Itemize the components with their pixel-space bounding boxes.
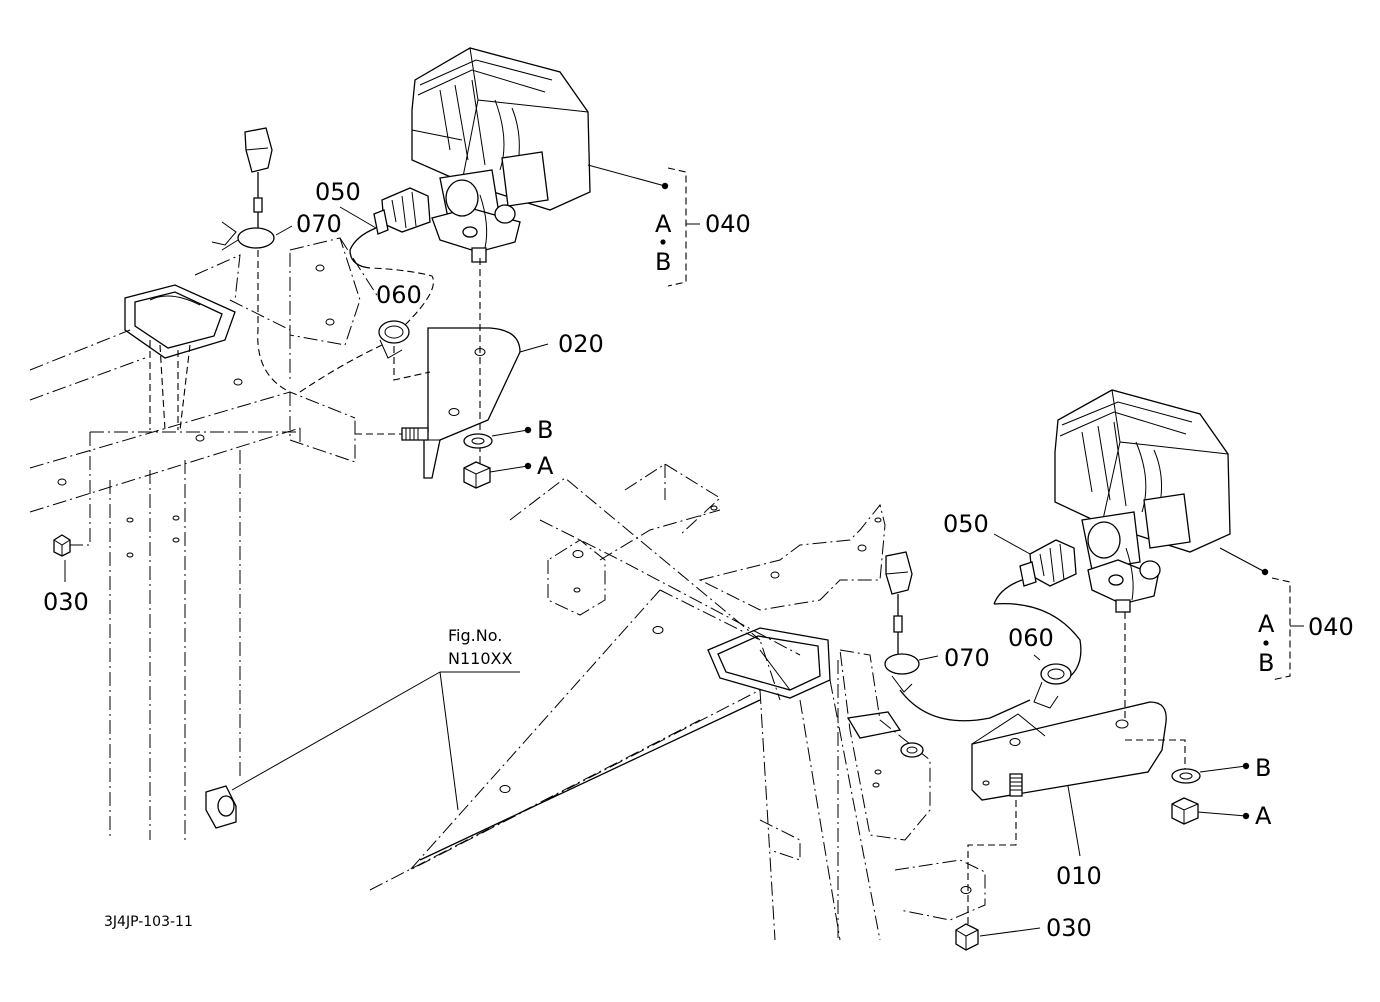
label-020: 020	[558, 330, 604, 358]
ab-dot-right	[1263, 640, 1269, 646]
left-nut-030	[53, 534, 71, 582]
left-harness	[211, 127, 434, 393]
label-ab-b-right: B	[1258, 649, 1274, 677]
label-050-right: 050	[943, 510, 989, 538]
label-040-right: 040	[1308, 613, 1354, 641]
left-work-lamp	[411, 47, 669, 263]
label-050-left: 050	[315, 178, 361, 206]
label-washer-b-right: B	[1255, 754, 1271, 782]
label-nut-a-left: A	[537, 452, 554, 480]
right-frame-structure	[369, 463, 986, 941]
fig-no-callout	[231, 671, 520, 811]
right-bracket-010	[967, 612, 1250, 930]
drawing-code: 3J4JP-103-11	[104, 914, 193, 930]
left-040-bracket	[667, 167, 700, 287]
label-060-right: 060	[1008, 624, 1054, 652]
label-040-left: 040	[705, 210, 751, 238]
fig-no-value: N110XX	[448, 649, 512, 668]
label-washer-b-left: B	[537, 416, 553, 444]
left-frame-structure	[29, 237, 381, 840]
left-bracket-020	[355, 258, 549, 489]
right-harness	[884, 533, 1082, 722]
label-010: 010	[1056, 862, 1102, 890]
ab-dot-left	[660, 239, 666, 245]
label-nut-a-right: A	[1255, 802, 1272, 830]
label-030-left: 030	[43, 588, 89, 616]
label-060-left: 060	[376, 281, 422, 309]
label-ab-a-right: A	[1258, 610, 1275, 638]
label-030-right: 030	[1046, 914, 1092, 942]
right-040-bracket	[1271, 577, 1304, 681]
right-nut-030	[955, 923, 1041, 951]
callout-labels: 050 070 060 020 030 040 A B B A 050 070 …	[43, 178, 1354, 942]
label-070-left: 070	[296, 210, 342, 238]
label-070-right: 070	[944, 644, 990, 672]
fig-no-title: Fig.No.	[448, 626, 502, 645]
label-ab-a-left: A	[655, 210, 672, 238]
right-work-lamp	[1054, 389, 1269, 613]
label-ab-b-left: B	[655, 248, 671, 276]
